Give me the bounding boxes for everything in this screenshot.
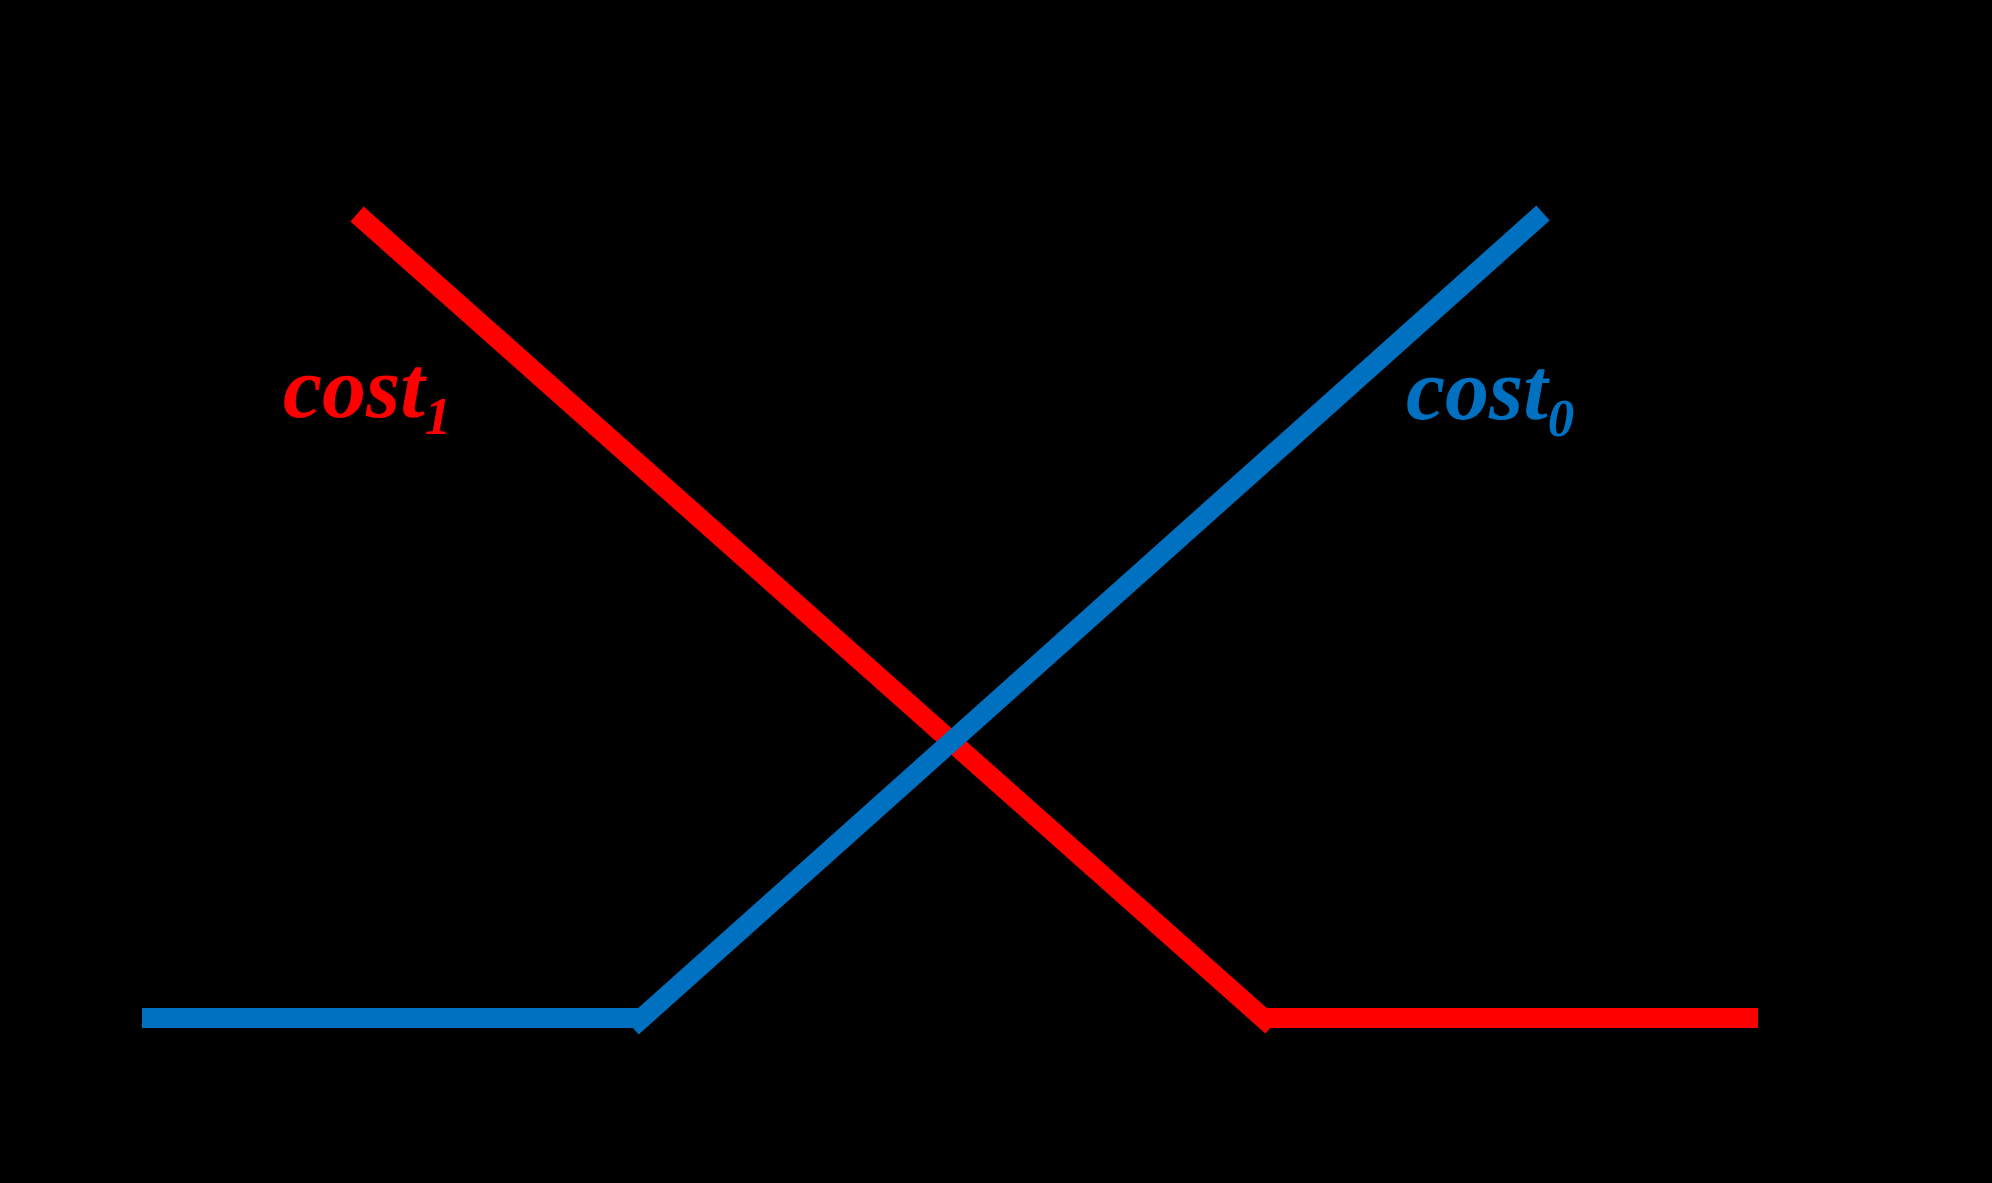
cost1-label-text: cost xyxy=(283,340,425,437)
cost1-label-subscript: 1 xyxy=(424,387,452,446)
cost0-label-subscript: 0 xyxy=(1547,389,1575,448)
cost1-line-segment-0 xyxy=(350,206,1279,1034)
cost1-label: cost1 xyxy=(283,345,451,444)
cost0-label: cost0 xyxy=(1406,347,1574,446)
cost0-label-text: cost xyxy=(1406,342,1548,439)
cost0-line-segment-1 xyxy=(625,205,1550,1035)
